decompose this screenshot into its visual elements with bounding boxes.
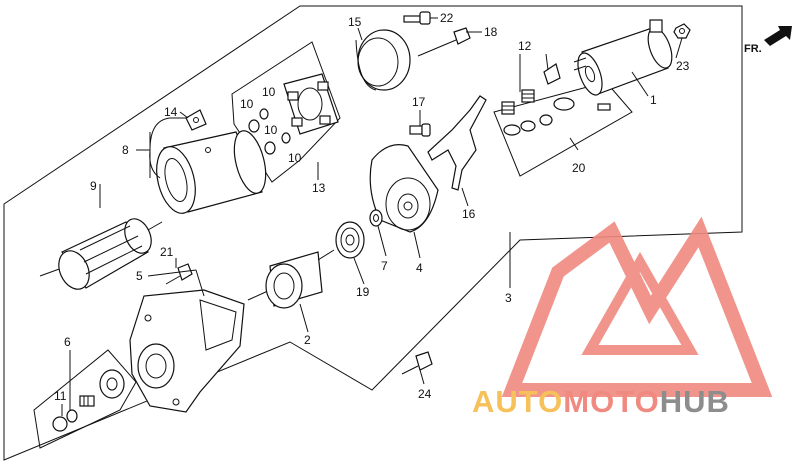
- springs-part-12: [501, 63, 561, 115]
- callout-2: 2: [304, 333, 311, 347]
- callout-22: 22: [440, 11, 454, 25]
- callout-13: 13: [312, 181, 326, 195]
- wordmark-moto: MOTO: [563, 384, 659, 419]
- callout-17: 17: [412, 95, 426, 109]
- washer-part-7: [369, 209, 383, 227]
- callout-3: 3: [505, 291, 512, 305]
- bolt-part-21: [165, 263, 193, 285]
- solenoid-part: [573, 19, 673, 96]
- pinion-gear-part-6: [79, 369, 125, 407]
- callout-12: 12: [518, 39, 532, 53]
- field-yoke-part-8: [149, 117, 267, 214]
- assembly-outline: [3, 5, 743, 461]
- front-direction-indicator: FR.: [744, 26, 792, 55]
- wordmark-auto: AUTO: [472, 384, 563, 419]
- idler-gear-part-19: [335, 221, 365, 259]
- terminal-part-14: [185, 109, 207, 131]
- watermark-logo-icon: [501, 216, 773, 397]
- group-box-13: [231, 41, 341, 183]
- leader-lines: [61, 17, 683, 416]
- armature-part-9: [39, 218, 163, 290]
- callout-14: 14: [164, 105, 178, 119]
- callout-21: 21: [160, 245, 174, 259]
- shift-lever-part-16: [427, 95, 487, 191]
- callout-19: 19: [356, 285, 370, 299]
- watermark-logo-outer: [501, 216, 773, 397]
- callout-23: 23: [676, 59, 690, 73]
- group-box-20: [493, 81, 633, 177]
- callout-16: 16: [462, 207, 476, 221]
- callout-10c: 10: [264, 123, 278, 137]
- callout-5: 5: [136, 269, 143, 283]
- callout-7: 7: [381, 259, 388, 273]
- end-cover-part-15: [355, 29, 411, 91]
- clip-part-11: [52, 409, 78, 432]
- wordmark-hub: HUB: [660, 384, 730, 419]
- callout-24: 24: [418, 387, 432, 401]
- gear-housing-part-5: [129, 289, 245, 413]
- callout-6: 6: [64, 335, 71, 349]
- callout-9: 9: [90, 179, 97, 193]
- clutch-part-2: [247, 249, 335, 309]
- callout-20: 20: [572, 161, 586, 175]
- callout-10d: 10: [288, 151, 302, 165]
- bolt-part-17: [409, 123, 431, 137]
- callout-11: 11: [54, 389, 67, 403]
- terminal-kit-part-20: [503, 97, 611, 136]
- through-bolt-part-18: [417, 27, 471, 57]
- callout-8: 8: [122, 143, 129, 157]
- gear-cover-part-4: [369, 144, 439, 233]
- callout-15: 15: [348, 15, 362, 29]
- front-direction-label: FR.: [744, 43, 762, 55]
- bolt-part-24: [401, 351, 433, 375]
- callout-4: 4: [416, 261, 423, 275]
- front-arrow-icon: [764, 26, 792, 46]
- watermark-logo-inner: [581, 251, 699, 355]
- brush-holder-part-13: [283, 73, 339, 135]
- callout-1: 1: [650, 93, 657, 107]
- group-box-6: [33, 349, 137, 449]
- bolt-part-22: [403, 11, 431, 25]
- watermark-wordmark: AUTOMOTOHUB: [472, 384, 730, 419]
- svg-text:AUTOMOTOHUB: AUTOMOTOHUB: [472, 384, 730, 419]
- callout-10b: 10: [240, 97, 254, 111]
- callout-18: 18: [484, 25, 498, 39]
- nut-part-23: [673, 23, 691, 39]
- callout-labels: 1 2 3 4 5 6 7 8 9 10 10 10 10 11 12 13 1…: [54, 11, 690, 403]
- washers-part-10: [248, 108, 291, 155]
- callout-10a: 10: [262, 85, 276, 99]
